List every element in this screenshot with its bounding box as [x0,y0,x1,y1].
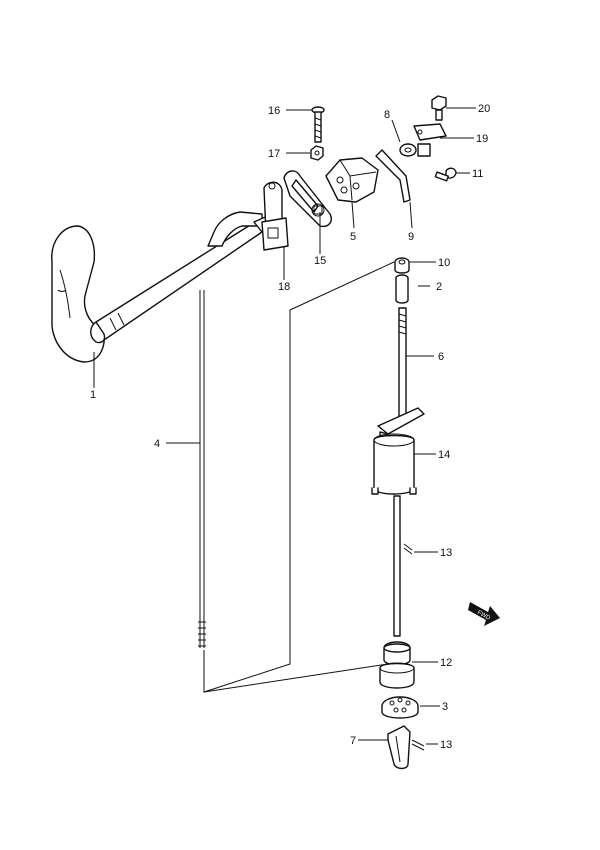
callout-19: 19 [476,133,488,145]
callout-14: 14 [438,449,450,461]
callout-2: 2 [436,281,442,293]
cotter-pin-part-13-lower [411,739,425,751]
callout-17: 17 [268,148,280,160]
collar-part-10 [394,257,410,274]
nut-part-17 [310,145,324,161]
callout-3: 3 [442,701,448,713]
callout-4: 4 [154,438,160,450]
callout-15: 15 [314,255,326,267]
callout-13-upper: 13 [440,547,452,559]
sleeve-part-2 [395,274,409,304]
bushing-part-12 [379,641,415,689]
shift-cam-part-5 [325,157,379,203]
callout-leaders [93,107,476,745]
callout-1: 1 [90,389,96,401]
callout-9: 9 [408,231,414,243]
washer-part-8 [399,143,417,157]
callout-6: 6 [438,351,444,363]
callout-5: 5 [350,231,356,243]
link-part-15 [283,170,332,228]
plate-part-19 [413,123,447,157]
assembly-guide-lines [203,261,395,693]
housing-part-14 [371,407,425,495]
bolt-part-16 [311,106,325,143]
callout-20: 20 [478,103,490,115]
lever-part-18 [261,181,289,251]
shift-rod-part-6 [398,307,407,417]
bracket-part-9 [375,149,411,203]
callout-13-lower: 13 [440,739,452,751]
clevis-part-7 [387,725,411,770]
shift-rod-part-4 [198,290,206,648]
callout-8: 8 [384,109,390,121]
shift-handle-part-1 [51,211,277,363]
bolt-part-20 [431,95,447,121]
callout-18: 18 [278,281,290,293]
callout-16: 16 [268,105,280,117]
callout-11: 11 [472,168,483,180]
bolt-part-11 [434,167,457,182]
grommet-part-3 [381,696,419,719]
fwd-direction-badge: FWD [468,602,500,626]
lower-rod [393,495,413,637]
callout-10: 10 [438,257,450,269]
callout-7: 7 [350,735,356,747]
callout-12: 12 [440,657,452,669]
callout-labels: 1 2 3 4 5 6 7 8 9 10 11 12 13 13 14 15 1… [90,103,490,751]
